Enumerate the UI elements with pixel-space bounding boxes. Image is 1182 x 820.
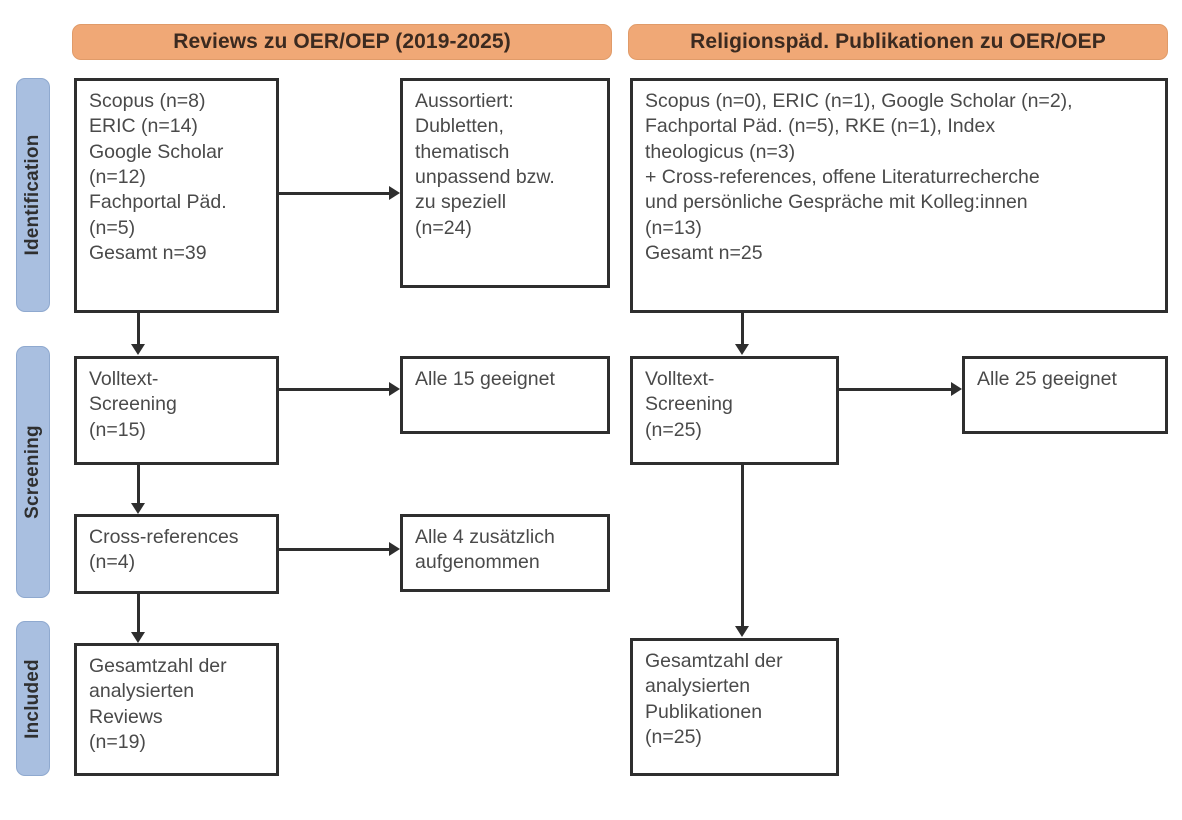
connector-left-fulltext-to-result: [279, 388, 389, 391]
node-left-crossreferences-result: Alle 4 zusätzlich aufgenommen: [400, 514, 610, 592]
arrowhead-left-crossrefs-to-included: [131, 632, 145, 643]
phase-label-included: Included: [22, 658, 43, 739]
arrowhead-left-identification-to-excluded: [389, 186, 400, 200]
node-left-fulltext-screening: Volltext- Screening (n=15): [74, 356, 279, 465]
connector-left-crossrefs-to-result: [279, 548, 389, 551]
column-header-religionspaed: Religionspäd. Publikationen zu OER/OEP: [628, 24, 1168, 60]
connector-left-fulltext-to-crossrefs: [137, 465, 140, 509]
arrowhead-right-fulltext-to-included: [735, 626, 749, 637]
phase-rail-screening: Screening: [16, 346, 50, 598]
phase-label-screening: Screening: [22, 425, 43, 519]
connector-right-fulltext-to-result: [839, 388, 951, 391]
arrowhead-left-fulltext-to-crossrefs: [131, 503, 145, 514]
node-left-fulltext-result: Alle 15 geeignet: [400, 356, 610, 434]
connector-left-identification-to-fulltext: [137, 313, 140, 350]
connector-left-identification-to-excluded: [279, 192, 389, 195]
connector-left-crossrefs-to-included: [137, 594, 140, 638]
node-right-included: Gesamtzahl der analysierten Publikatione…: [630, 638, 839, 776]
node-left-included: Gesamtzahl der analysierten Reviews (n=1…: [74, 643, 279, 776]
node-right-identification: Scopus (n=0), ERIC (n=1), Google Scholar…: [630, 78, 1168, 313]
connector-right-fulltext-to-included: [741, 465, 744, 632]
arrowhead-right-fulltext-to-result: [951, 382, 962, 396]
node-left-identification: Scopus (n=8) ERIC (n=14) Google Scholar …: [74, 78, 279, 313]
arrowhead-left-identification-to-fulltext: [131, 344, 145, 355]
connector-right-identification-to-fulltext: [741, 313, 744, 350]
arrowhead-right-identification-to-fulltext: [735, 344, 749, 355]
arrowhead-left-fulltext-to-result: [389, 382, 400, 396]
column-header-reviews-label: Reviews zu OER/OEP (2019-2025): [173, 30, 511, 53]
node-right-fulltext-screening: Volltext- Screening (n=25): [630, 356, 839, 465]
phase-label-identification: Identification: [22, 134, 43, 256]
node-left-crossreferences: Cross-references (n=4): [74, 514, 279, 594]
phase-rail-included: Included: [16, 621, 50, 776]
phase-rail-identification: Identification: [16, 78, 50, 312]
arrowhead-left-crossrefs-to-result: [389, 542, 400, 556]
node-right-fulltext-result: Alle 25 geeignet: [962, 356, 1168, 434]
column-header-reviews: Reviews zu OER/OEP (2019-2025): [72, 24, 612, 60]
column-header-religionspaed-label: Religionspäd. Publikationen zu OER/OEP: [690, 30, 1106, 53]
node-left-excluded: Aussortiert: Dubletten, thematisch unpas…: [400, 78, 610, 288]
